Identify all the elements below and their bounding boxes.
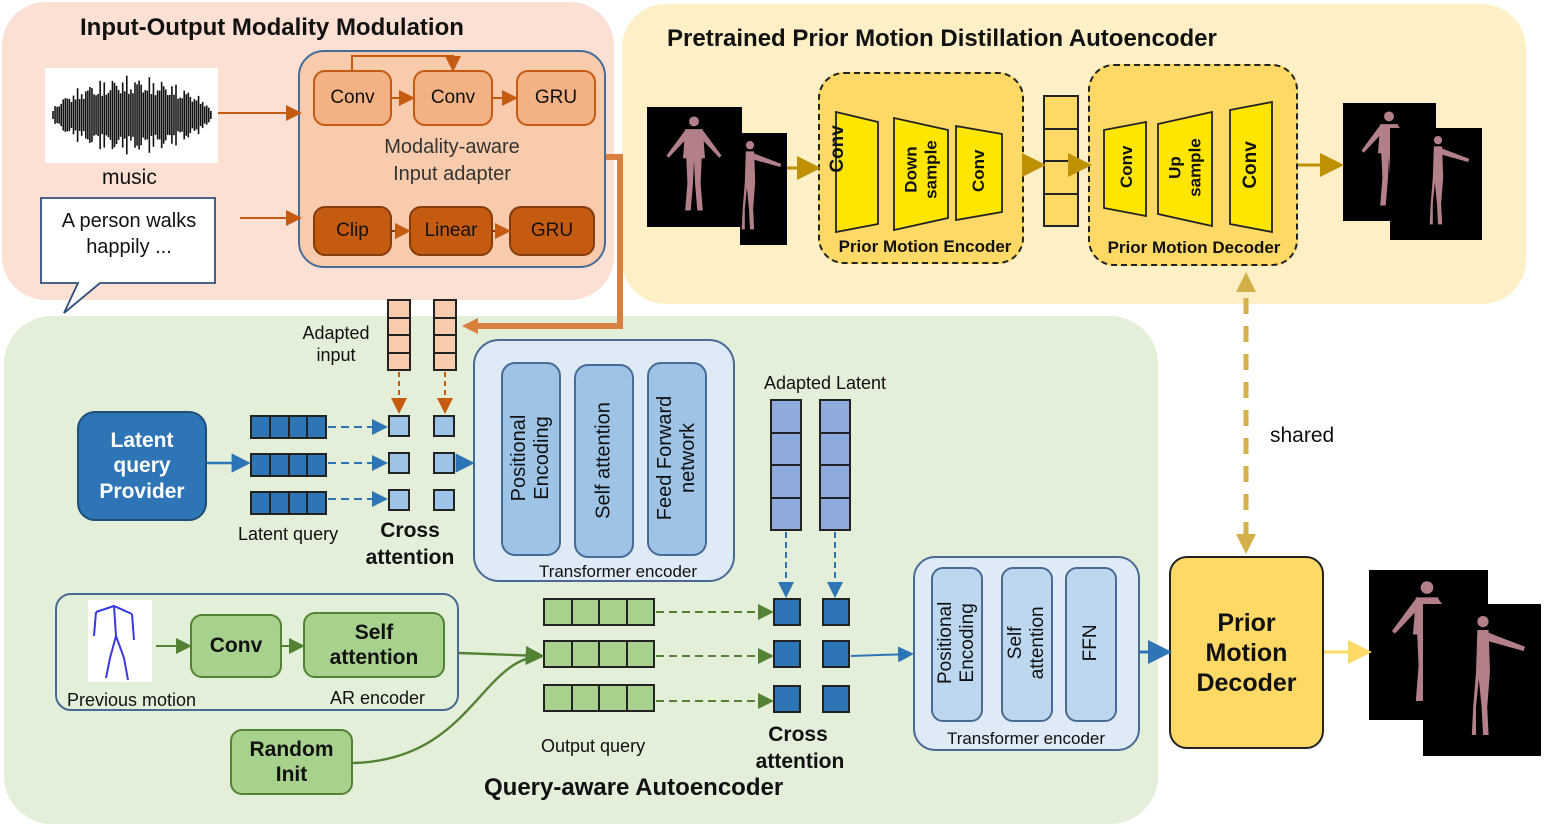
input-motion-image-front <box>740 133 787 245</box>
shared-label: shared <box>1270 424 1335 447</box>
adapted-input-line1: Adapted <box>302 323 370 343</box>
random-init-line1: Random <box>249 737 334 761</box>
cross-attention-2-line2: attention <box>755 750 845 773</box>
latent-cell <box>1043 194 1079 227</box>
decoder-shapes <box>1103 100 1273 234</box>
enc-conv1-shape <box>835 110 879 234</box>
ar-self-attention-box: Self attention <box>303 612 445 678</box>
decoder-line3: Decoder <box>1196 668 1297 697</box>
output-query-rows <box>543 598 655 712</box>
cross-attention-1-line2: attention <box>365 546 455 569</box>
output-motion-image-front <box>1390 128 1482 240</box>
decoder-label: Prior Motion Decoder <box>1107 238 1281 257</box>
adapted-input-stack-2 <box>433 299 457 371</box>
modality-title: Input-Output Modality Modulation <box>80 14 464 41</box>
latent-query-provider: Latent query Provider <box>77 411 207 521</box>
dec-conv2-shape <box>1229 100 1273 234</box>
distillation-title: Pretrained Prior Motion Distillation Aut… <box>667 25 1217 52</box>
tenc1-label: Transformer encoder <box>538 562 698 581</box>
prior-motion-decoder: Prior Motion Decoder <box>1169 556 1324 749</box>
output-query-row <box>543 598 655 626</box>
decoder-line2: Motion <box>1205 638 1288 667</box>
text-prompt-bubble <box>40 197 216 314</box>
tenc1-feed-forward <box>647 362 707 556</box>
text-prompt-line1: A person walks <box>61 210 197 232</box>
cross-attention-1-line1: Cross <box>380 519 440 542</box>
tenc2-ffn <box>1065 567 1117 722</box>
tenc1-positional-encoding <box>501 362 561 556</box>
dec-conv1-shape <box>1103 120 1147 218</box>
latent-provider-line2: query <box>113 454 171 478</box>
gru-box-2: GRU <box>509 206 595 256</box>
adapter-label-line1: Modality-aware <box>384 136 520 158</box>
clip-box: Clip <box>313 206 392 256</box>
conv-box-1: Conv <box>313 70 392 126</box>
latent-query-row <box>250 415 327 439</box>
query-aware-title: Query-aware Autoencoder <box>484 774 784 801</box>
tenc2-self-attention <box>1001 567 1053 722</box>
adapter-label-line2: Input adapter <box>393 163 511 185</box>
tenc2-label: Transformer encoder <box>946 729 1106 748</box>
adapted-latent-stack-1 <box>770 399 802 531</box>
previous-motion-label: Previous motion <box>67 690 197 710</box>
ar-encoder-label: AR encoder <box>330 688 426 708</box>
adapted-latent-stack-2 <box>819 399 851 531</box>
random-init-box: Random Init <box>230 729 353 795</box>
ar-self-line2: attention <box>329 646 419 669</box>
cross-attention-2-line1: Cross <box>768 723 828 746</box>
cross-attn-1-col-a <box>388 415 410 511</box>
decoder-line1: Prior <box>1217 608 1276 637</box>
input-motion-image-back <box>647 107 742 227</box>
final-motion-image-front <box>1423 604 1541 756</box>
cross-attn-2-col-b <box>822 598 850 713</box>
adapted-latent-label: Adapted Latent <box>763 373 887 393</box>
enc-down-shape <box>893 116 949 232</box>
cross-attn-2-col-a <box>773 598 801 713</box>
tenc2-positional-encoding <box>931 567 983 722</box>
latent-provider-line1: Latent <box>110 429 174 453</box>
text-prompt-line2: happily ... <box>86 236 172 258</box>
conv-box-2: Conv <box>413 70 493 126</box>
latent-query-label: Latent query <box>238 524 339 544</box>
enc-conv2-shape <box>955 124 1003 222</box>
output-query-row <box>543 640 655 668</box>
adapted-input-line2: input <box>316 345 356 365</box>
dec-up-shape <box>1157 110 1213 228</box>
output-query-row <box>543 684 655 712</box>
latent-query-rows <box>250 415 327 515</box>
latent-stack <box>1043 95 1079 227</box>
encoder-label: Prior Motion Encoder <box>838 237 1012 256</box>
tenc1-self-attention <box>574 364 634 558</box>
previous-motion-skeleton <box>88 600 152 682</box>
random-init-line2: Init <box>275 763 308 786</box>
ar-self-line1: Self <box>354 620 394 644</box>
cross-attn-1-col-b <box>433 415 455 511</box>
encoder-shapes <box>835 110 1003 234</box>
latent-provider-line3: Provider <box>99 479 185 503</box>
latent-query-row <box>250 491 327 515</box>
latent-query-row <box>250 453 327 477</box>
latent-cell <box>1043 95 1079 130</box>
music-waveform <box>45 68 218 163</box>
music-label: music <box>102 166 157 189</box>
adapted-input-stack-1 <box>387 299 411 371</box>
output-query-label: Output query <box>541 736 646 756</box>
